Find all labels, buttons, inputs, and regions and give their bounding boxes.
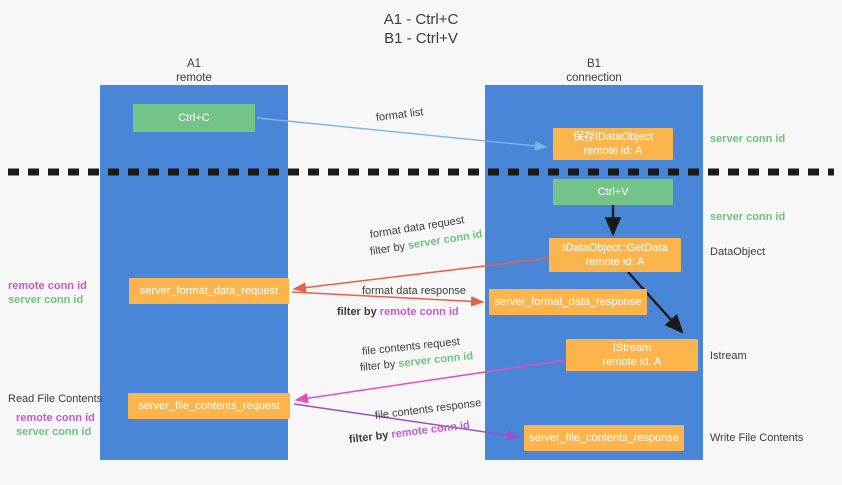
node-ctrl-v-label: Ctrl+V	[597, 186, 629, 198]
annotation-server-conn-id-1: server conn id	[8, 293, 83, 307]
edge-label-format-list-text: format list	[375, 106, 425, 124]
column-header-b1-sub: connection	[566, 72, 622, 84]
annotation-remote-conn-id-1: remote conn id	[8, 279, 87, 293]
node-ctrl-c[interactable]: Ctrl+C	[133, 104, 255, 132]
filter-value-remote-conn-id: remote conn id	[390, 419, 471, 441]
annotation-dataobject: DataObject	[710, 245, 765, 259]
node-ctrl-c-label: Ctrl+C	[178, 112, 210, 124]
node-server-format-data-response-label: server_format_data_response	[494, 296, 642, 308]
annotation-istream-text: Istream	[710, 350, 747, 362]
edge-label-format-data-response: format data response	[362, 284, 466, 298]
annotation-server-conn-id-2: server conn id	[16, 425, 91, 439]
node-istream-line1: IStream	[612, 342, 652, 354]
column-header-a1: A1 remote	[100, 57, 288, 85]
column-header-b1-name: B1	[586, 58, 602, 70]
node-istream[interactable]: IStream remote id: A	[566, 339, 698, 371]
edge-label-format-data-response-text: format data response	[362, 285, 466, 297]
filter-value-remote-conn-id: remote conn id	[379, 306, 459, 318]
edge-label-file-contents-response-filter: filter by remote conn id	[348, 418, 470, 447]
annotation-write-file-contents: Write File Contents	[710, 431, 803, 445]
node-idataobject-getdata[interactable]: IDataObject::GetData remote id: A	[549, 238, 681, 272]
edge-label-format-list: format list	[375, 105, 424, 125]
annotation-server-conn-id-2-text: server conn id	[16, 426, 92, 438]
annotation-server-conn-id-mid: server conn id	[710, 210, 785, 224]
title-line-1: A1 - Ctrl+C	[383, 11, 459, 28]
annotation-server-conn-id-top: server conn id	[710, 132, 785, 146]
filter-prefix: filter by	[348, 428, 393, 446]
node-server-file-contents-request-label: server_file_contents_request	[138, 400, 280, 412]
annotation-istream: Istream	[710, 349, 747, 363]
column-header-b1: B1 connection	[485, 57, 703, 85]
annotation-server-conn-id-top-text: server conn id	[710, 133, 786, 145]
node-istream-line2: remote id: A	[602, 356, 662, 368]
node-server-format-data-response[interactable]: server_format_data_response	[489, 289, 647, 315]
annotation-remote-conn-id-2: remote conn id	[16, 411, 95, 425]
title-line-2: B1 - Ctrl+V	[384, 30, 458, 47]
annotation-server-conn-id-1-text: server conn id	[8, 294, 84, 306]
edge-label-format-data-response-filter: filter by remote conn id	[337, 305, 459, 319]
node-server-file-contents-response[interactable]: server_file_contents_response	[524, 425, 684, 451]
annotation-read-file-contents-text: Read File Contents	[8, 393, 103, 405]
column-header-a1-sub: remote	[176, 72, 212, 84]
node-server-format-data-request[interactable]: server_format_data_request	[129, 278, 289, 304]
column-header-a1-name: A1	[186, 58, 202, 70]
node-save-idataobject-line1: 保存IDataObject	[572, 131, 654, 143]
annotation-remote-conn-id-2-text: remote conn id	[16, 412, 95, 424]
annotation-server-conn-id-mid-text: server conn id	[710, 211, 786, 223]
node-ctrl-v[interactable]: Ctrl+V	[553, 179, 673, 205]
node-save-idataobject-line2: remote id: A	[583, 145, 643, 157]
diagram-title: A1 - Ctrl+C B1 - Ctrl+V	[0, 10, 842, 48]
filter-prefix: filter by	[337, 306, 380, 318]
annotation-write-file-contents-text: Write File Contents	[710, 432, 804, 444]
node-server-file-contents-request[interactable]: server_file_contents_request	[128, 393, 290, 419]
annotation-remote-conn-id-1-text: remote conn id	[8, 280, 87, 292]
filter-prefix: filter by	[369, 240, 409, 258]
node-server-file-contents-response-label: server_file_contents_response	[529, 432, 679, 444]
annotation-dataobject-text: DataObject	[710, 246, 766, 258]
annotation-read-file-contents: Read File Contents	[8, 392, 102, 406]
filter-prefix: filter by	[359, 358, 399, 374]
node-server-format-data-request-label: server_format_data_request	[139, 285, 279, 297]
node-getdata-line2: remote id: A	[585, 256, 645, 268]
node-getdata-line1: IDataObject::GetData	[562, 242, 668, 254]
node-save-idataobject[interactable]: 保存IDataObject remote id: A	[553, 128, 673, 160]
